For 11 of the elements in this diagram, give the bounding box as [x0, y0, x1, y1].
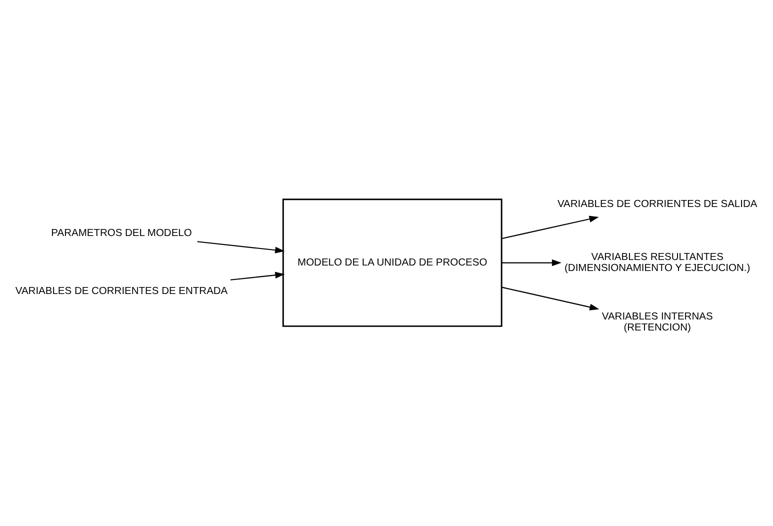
- node-text: PARAMETROS DEL MODELO: [51, 228, 192, 239]
- node-text: VARIABLES DE CORRIENTES DE SALIDA: [557, 198, 758, 210]
- node-text: VARIABLES DE CORRIENTES DE ENTRADA: [15, 286, 228, 297]
- arrow: [502, 286, 600, 310]
- arrow: [230, 271, 285, 280]
- arrow: [502, 215, 599, 239]
- arrow: [197, 240, 285, 253]
- node-text: VARIABLES INTERNAS (RETENCION): [602, 310, 713, 333]
- arrow: [502, 258, 562, 266]
- node-text: VARIABLES RESULTANTES (DIMENSIONAMIENTO Y EJECUCION.): [564, 251, 750, 274]
- node-box: MODELO DE LA UNIDAD DE PROCESO: [282, 198, 502, 326]
